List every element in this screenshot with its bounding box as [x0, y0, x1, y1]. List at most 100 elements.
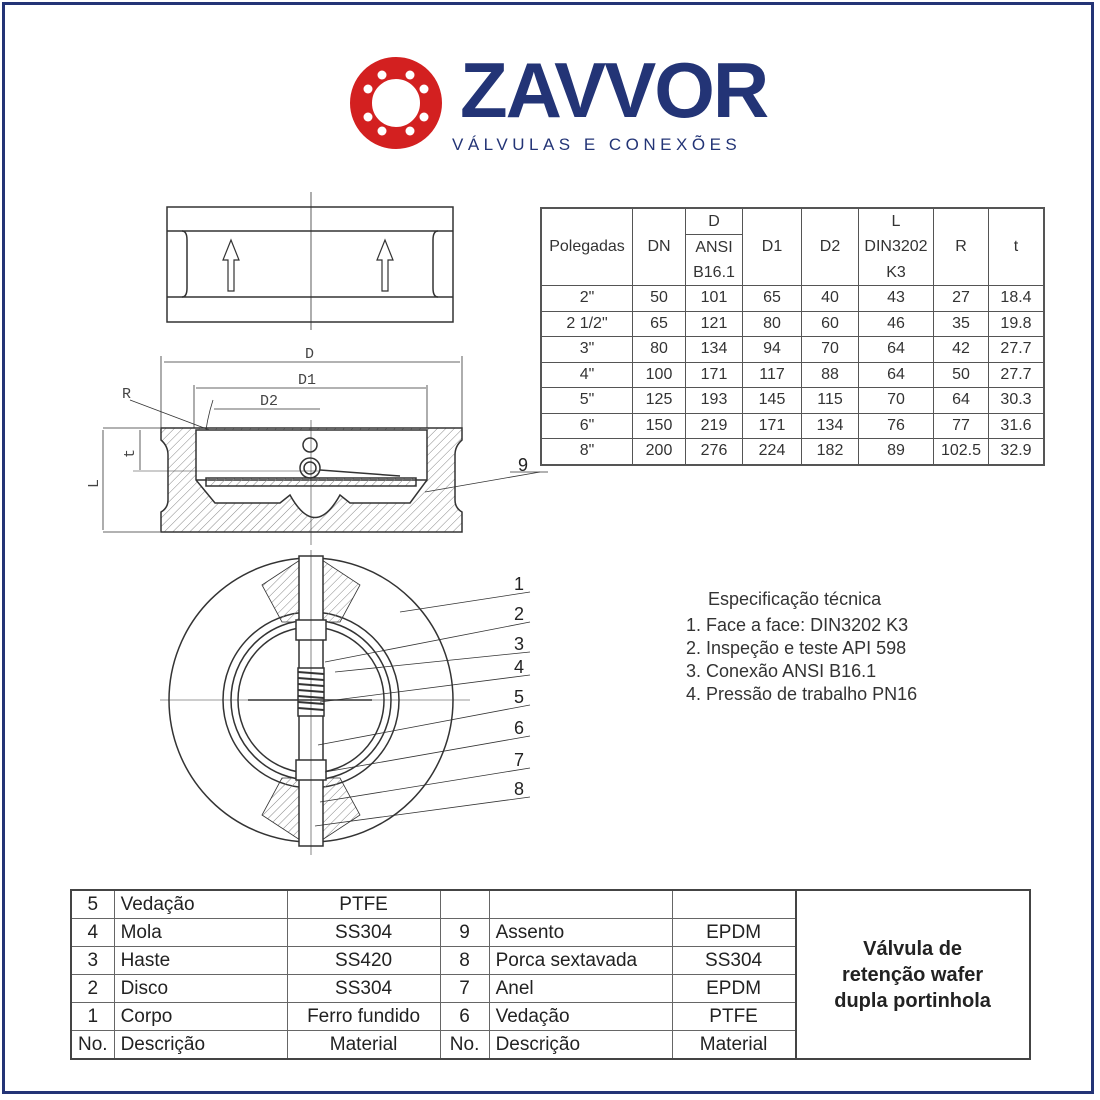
- table-cell: 80: [742, 310, 802, 337]
- table-cell: 80: [632, 336, 686, 363]
- callout-8: 8: [514, 779, 524, 799]
- table-cell: 3": [540, 336, 633, 363]
- table-cell: 117: [742, 361, 802, 388]
- spec-item: 2. Inspeção e teste API 598: [686, 638, 907, 658]
- table-cell: SS304: [286, 918, 441, 947]
- table-cell: 32.9: [988, 438, 1045, 465]
- table-cell: EPDM: [671, 918, 797, 947]
- callout-4: 4: [514, 657, 524, 677]
- table-cell: Descrição: [113, 1030, 288, 1060]
- table-cell: 101: [685, 285, 743, 312]
- header-l: L: [858, 207, 934, 235]
- table-cell: 18.4: [988, 285, 1045, 312]
- table-cell: 94: [742, 336, 802, 363]
- table-cell: 224: [742, 438, 802, 465]
- table-cell: 27.7: [988, 361, 1045, 388]
- table-cell: 65: [742, 285, 802, 312]
- table-cell: 60: [801, 310, 859, 337]
- table-cell: 100: [632, 361, 686, 388]
- spec-item: 4. Pressão de trabalho PN16: [686, 684, 918, 704]
- label-D2: D2: [260, 393, 278, 410]
- label-t: t: [122, 449, 139, 458]
- parts-table: 5 Vedação PTFE Válvula de retenção wafer…: [70, 889, 1031, 1060]
- table-cell: 64: [858, 336, 934, 363]
- table-cell: No.: [70, 1030, 115, 1060]
- brand-logo: ZAVVOR VÁLVULAS E CONEXÕES: [350, 51, 769, 157]
- table-cell: 70: [801, 336, 859, 363]
- table-cell: Material: [286, 1030, 441, 1060]
- header-t: t: [988, 207, 1045, 286]
- callout-7: 7: [514, 750, 524, 770]
- table-cell: 276: [685, 438, 743, 465]
- table-cell: 35: [933, 310, 989, 337]
- brand-tagline: VÁLVULAS E CONEXÕES: [452, 135, 742, 154]
- table-cell: Assento: [488, 918, 673, 947]
- table-cell: 219: [685, 412, 743, 439]
- table-cell: 145: [742, 387, 802, 414]
- header-d2: D2: [801, 207, 859, 286]
- table-cell: 134: [801, 412, 859, 439]
- table-cell: [439, 889, 490, 919]
- callout-2: 2: [514, 604, 524, 624]
- table-cell: 64: [933, 387, 989, 414]
- table-cell: 65: [632, 310, 686, 337]
- front-view: [160, 550, 531, 855]
- label-D: D: [305, 346, 314, 363]
- table-cell: Mola: [113, 918, 288, 947]
- table-cell: 27: [933, 285, 989, 312]
- table-cell: Haste: [113, 946, 288, 975]
- callout-9: 9: [518, 455, 528, 475]
- header-d: D: [685, 207, 743, 235]
- table-cell: 64: [858, 361, 934, 388]
- table-cell: 30.3: [988, 387, 1045, 414]
- table-cell: EPDM: [671, 974, 797, 1003]
- table-cell: 1: [70, 1002, 115, 1031]
- callout-5: 5: [514, 687, 524, 707]
- table-cell: Material: [671, 1030, 797, 1060]
- table-cell: 77: [933, 412, 989, 439]
- table-cell: Ferro fundido: [286, 1002, 441, 1031]
- header-d-b161: B16.1: [685, 260, 743, 286]
- table-cell: PTFE: [671, 1002, 797, 1031]
- table-cell: 40: [801, 285, 859, 312]
- table-cell: Anel: [488, 974, 673, 1003]
- table-cell: 115: [801, 387, 859, 414]
- dimensions-table: Polegadas DN D D1 D2 L R t ANSI DIN3202 …: [540, 207, 1045, 466]
- table-cell: 5: [70, 889, 115, 919]
- header-l-din: DIN3202: [858, 234, 934, 260]
- table-cell: 3: [70, 946, 115, 975]
- table-cell: 200: [632, 438, 686, 465]
- table-cell: 50: [632, 285, 686, 312]
- header-l-k3: K3: [858, 260, 934, 286]
- table-cell: [488, 889, 673, 919]
- table-cell: 150: [632, 412, 686, 439]
- table-cell: 6": [540, 412, 633, 439]
- table-cell: Vedação: [113, 889, 288, 919]
- header-polegadas: Polegadas: [540, 207, 633, 286]
- table-cell: PTFE: [286, 889, 441, 919]
- table-cell: 171: [742, 412, 802, 439]
- header-r: R: [933, 207, 989, 286]
- table-cell: 9: [439, 918, 490, 947]
- label-D1: D1: [298, 372, 316, 389]
- table-cell: No.: [439, 1030, 490, 1060]
- brand-name: ZAVVOR: [460, 46, 769, 134]
- table-cell: 50: [933, 361, 989, 388]
- label-R: R: [122, 386, 131, 403]
- table-cell: 134: [685, 336, 743, 363]
- table-cell: 27.7: [988, 336, 1045, 363]
- table-cell: SS304: [286, 974, 441, 1003]
- table-cell: 6: [439, 1002, 490, 1031]
- section-view: [102, 356, 548, 545]
- table-cell: 42: [933, 336, 989, 363]
- table-cell: SS304: [671, 946, 797, 975]
- table-cell: 171: [685, 361, 743, 388]
